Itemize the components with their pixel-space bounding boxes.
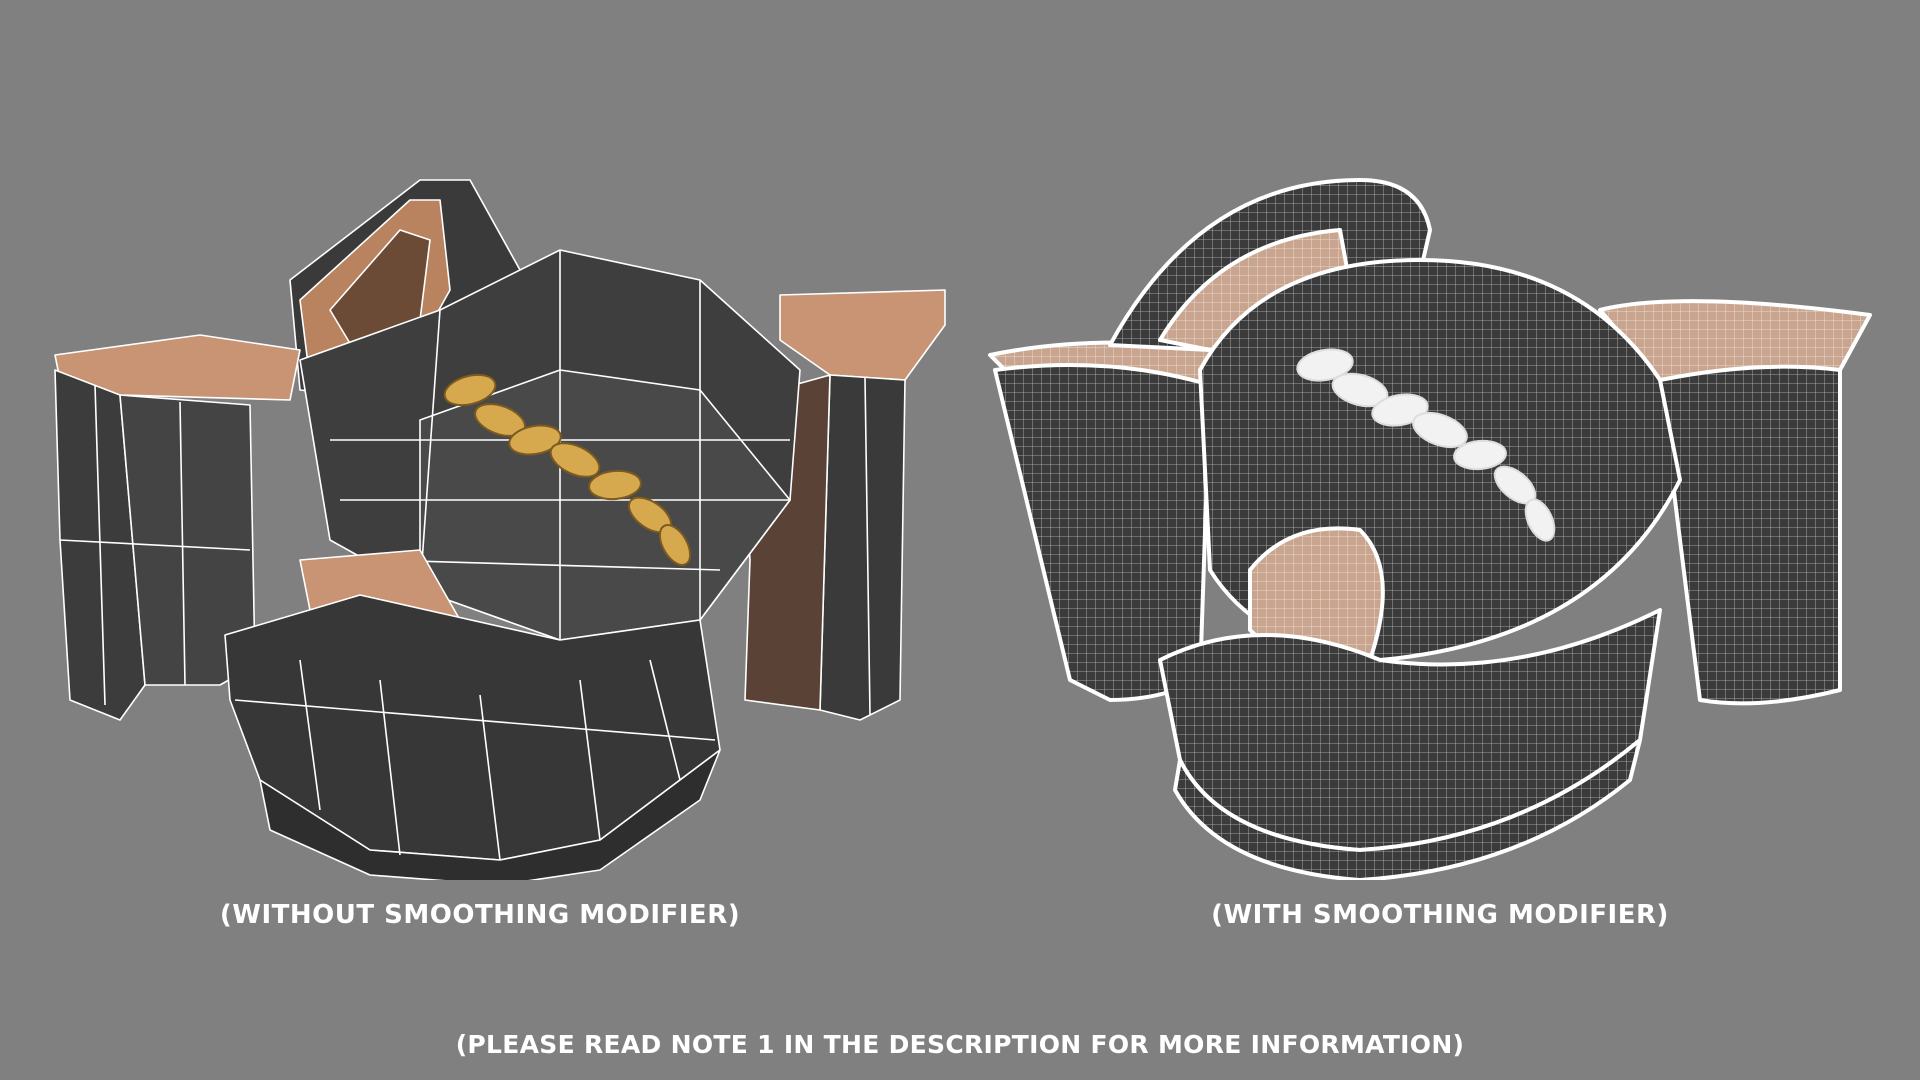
low-poly-sandal-icon <box>54 179 946 880</box>
caption-with-smoothing: (WITH SMOOTHING MODIFIER) <box>1211 900 1669 930</box>
smoothed-shoes-render <box>960 140 1920 880</box>
caption-without-smoothing: (WITHOUT SMOOTHING MODIFIER) <box>219 900 741 930</box>
low-poly-shoes-render <box>0 140 960 880</box>
smoothed-sandal-icon <box>988 178 1872 880</box>
description-note: (PLEASE READ NOTE 1 IN THE DESCRIPTION F… <box>455 1030 1465 1059</box>
